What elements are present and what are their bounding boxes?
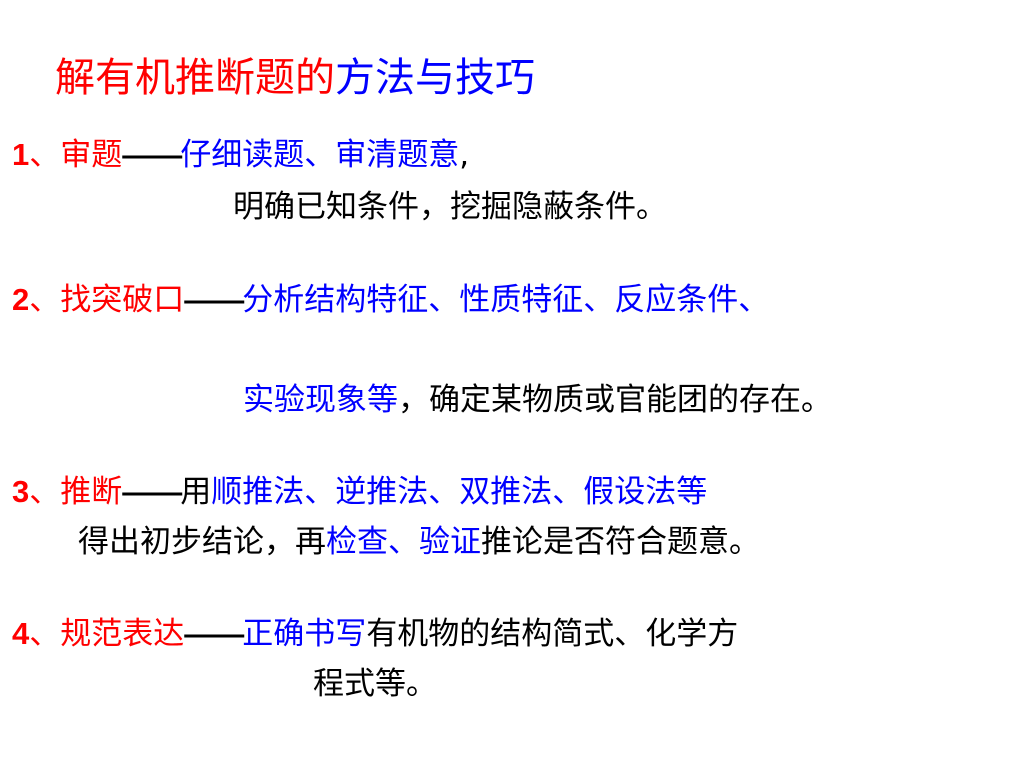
item-2-line-1: 2、找突破口——分析结构特征、性质特征、反应条件、 [12, 280, 769, 320]
item-2-detail: ，确定某物质或官能团的存在。 [398, 382, 832, 418]
item-3-detail-b: 推论是否符合题意。 [481, 524, 760, 560]
item-4-detail: 有机物的结构简式、化学方 [366, 616, 739, 652]
item-4-heading: 规范表达 [60, 616, 185, 652]
item-2-heading: 找突破口 [60, 282, 185, 318]
item-2-dash: —— [184, 282, 244, 317]
item-1-line-2: 明确已知条件，挖掘隐蔽条件。 [233, 187, 667, 227]
item-2-separator: 、 [29, 282, 61, 318]
item-4-dash: —— [184, 616, 244, 651]
item-2-emphasis-2: 实验现象等 [243, 382, 398, 418]
item-3-line-1: 3、推断——用顺推法、逆推法、双推法、假设法等 [12, 472, 707, 512]
item-3-dash: —— [122, 474, 182, 509]
item-4-emphasis: 正确书写 [242, 616, 367, 652]
item-1-emphasis: 仔细读题、审清题意 [180, 137, 460, 173]
item-4-detail-2: 程式等。 [313, 666, 437, 702]
item-1-heading: 审题 [60, 137, 123, 173]
item-3-emphasis-2: 检查、验证 [326, 524, 481, 560]
item-2-number: 2 [12, 282, 30, 317]
item-3-number: 3 [12, 474, 30, 509]
item-3-lead: 用 [180, 474, 212, 510]
item-4-separator: 、 [29, 616, 61, 652]
item-1-detail: 明确已知条件，挖掘隐蔽条件。 [233, 189, 667, 225]
item-1-dash: —— [122, 137, 182, 172]
item-4-line-2: 程式等。 [313, 664, 437, 704]
item-4-line-1: 4、规范表达——正确书写有机物的结构简式、化学方 [12, 614, 738, 654]
item-1-number: 1 [12, 137, 30, 172]
slide-title: 解有机推断题的方法与技巧 [55, 52, 535, 104]
item-3-emphasis: 顺推法、逆推法、双推法、假设法等 [211, 474, 708, 510]
item-2-emphasis: 分析结构特征、性质特征、反应条件、 [242, 282, 770, 318]
item-1-comma: , [459, 137, 470, 173]
item-1-line-1: 1、审题——仔细读题、审清题意, [12, 135, 469, 175]
item-1-separator: 、 [29, 137, 61, 173]
item-2-line-2: 实验现象等，确定某物质或官能团的存在。 [243, 380, 832, 420]
title-part-blue: 方法与技巧 [335, 55, 535, 101]
title-part-red: 解有机推断题的 [55, 55, 335, 101]
item-3-heading: 推断 [60, 474, 123, 510]
item-4-number: 4 [12, 616, 30, 651]
item-3-separator: 、 [29, 474, 61, 510]
item-3-line-2: 得出初步结论，再检查、验证推论是否符合题意。 [78, 522, 760, 562]
item-3-detail-a: 得出初步结论，再 [78, 524, 326, 560]
